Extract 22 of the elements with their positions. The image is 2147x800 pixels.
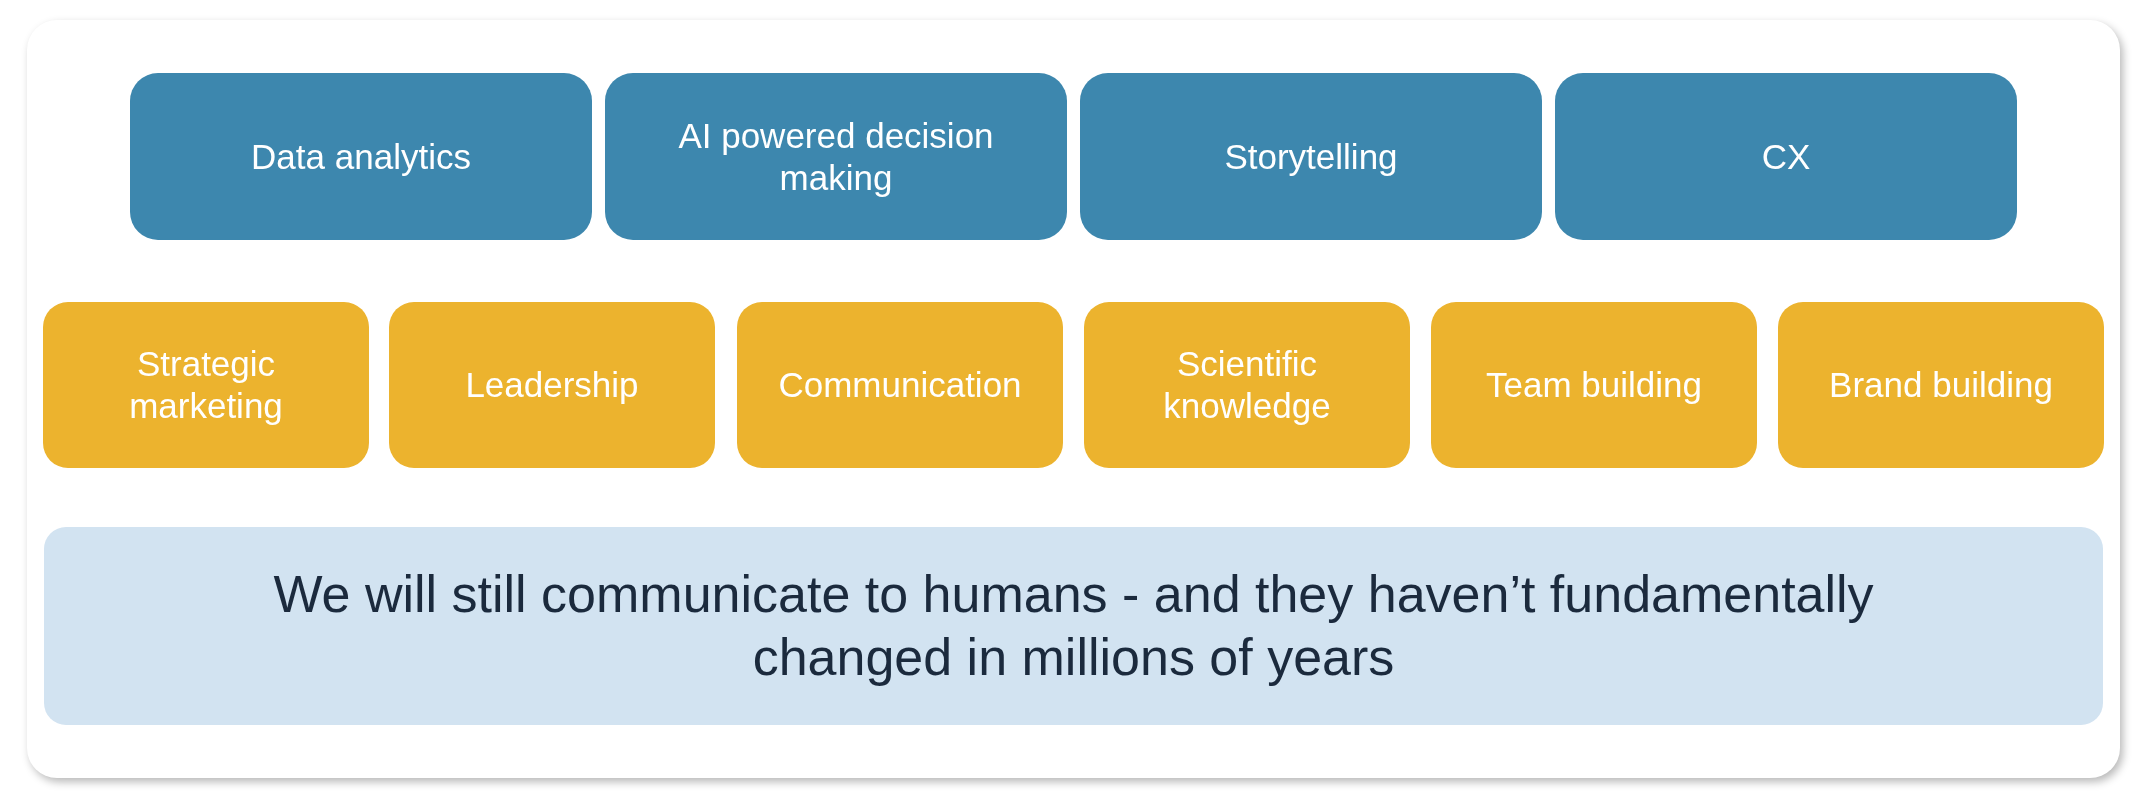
skill-label: Storytelling [1224,135,1398,178]
skill-label: Team building [1486,364,1702,406]
skill-box [1080,73,1542,240]
skill-box [1431,302,1757,468]
skill-label: Communication [778,364,1022,406]
skill-box [43,302,369,468]
skill-label: Data analytics [251,135,471,178]
skill-label: CX [1761,135,1811,178]
skill-box [130,73,592,240]
skill-box [1084,302,1410,468]
skill-label: Scientific knowledge [1162,343,1332,427]
skill-box [605,73,1067,240]
skill-label: Brand building [1829,364,2053,406]
foundation-statement: We will still communicate to humans - and they haven’t fundamentally changed in millions of years [272,563,1875,688]
foundation-band [44,527,2103,725]
skill-label: Leadership [465,364,639,406]
skill-label: AI powered decision making [677,114,995,199]
skill-box [737,302,1063,468]
skill-label: Strategic marketing [128,343,284,427]
skill-box [1555,73,2017,240]
skill-box [389,302,715,468]
skill-box [1778,302,2104,468]
